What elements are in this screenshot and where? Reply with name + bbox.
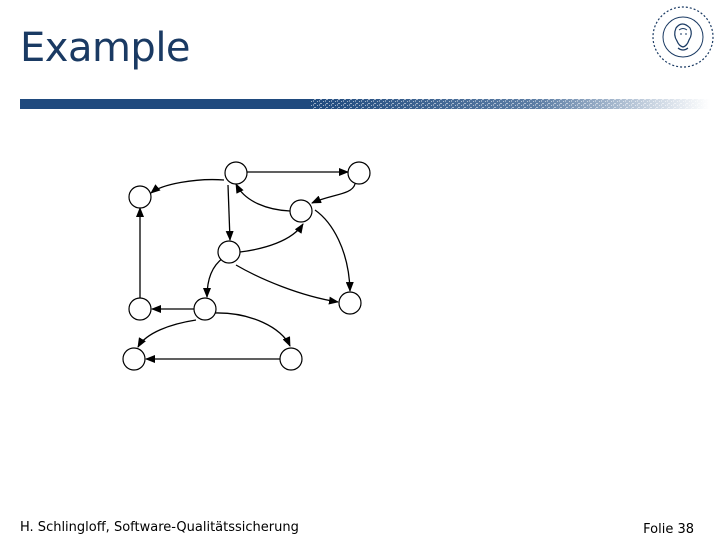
graph-node [128,185,152,209]
graph-edge [213,312,291,347]
graph-node [224,161,248,185]
title-underline-bar [20,99,710,109]
graph-node [279,347,303,371]
graph-edge [314,209,354,292]
footer-author: H. Schlingloff, Software-Qualitätssicher… [20,520,299,535]
graph-edge [150,178,225,194]
graph-edge [235,183,291,212]
university-seal-logo [652,6,714,68]
graph-node [193,297,217,321]
graph-edge [203,257,224,298]
graph-edge [137,319,197,348]
graph-edge [311,183,356,204]
graph-edge [239,223,304,253]
graph-edge [235,264,339,305]
graph-node [122,347,146,371]
graph-node [289,199,313,223]
graph-node [217,240,241,264]
graph-node [128,297,152,321]
slide-title: Example [20,25,191,71]
graph-edge [225,184,234,241]
graph-node [347,161,371,185]
footer-page-number: Folie 38 [643,522,694,537]
graph-node [338,291,362,315]
